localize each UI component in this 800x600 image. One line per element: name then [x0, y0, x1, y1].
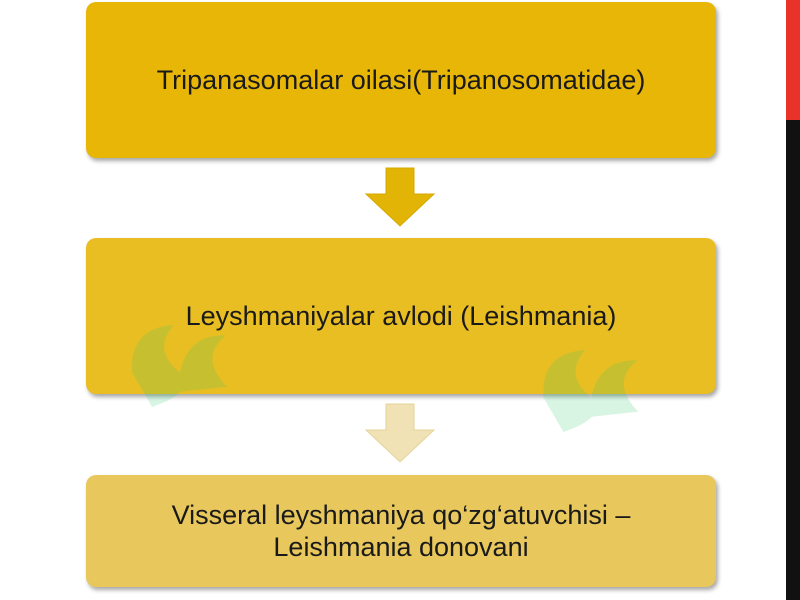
down-arrow-icon — [364, 167, 436, 227]
flow-box-genus: Leyshmaniyalar avlodi (Leishmania) — [86, 238, 716, 394]
flow-box-species: Visseral leyshmaniya qo‘zg‘atuvchisi – L… — [86, 475, 716, 587]
side-accent-red — [786, 0, 800, 120]
down-arrow-icon — [364, 403, 436, 463]
flow-box-family: Tripanasomalar oilasi(Tripanosomatidae) — [86, 2, 716, 158]
side-accent-black — [786, 120, 800, 600]
flow-box-species-label: Visseral leyshmaniya qo‘zg‘atuvchisi – L… — [171, 500, 631, 562]
flow-box-family-label: Tripanasomalar oilasi(Tripanosomatidae) — [156, 65, 646, 95]
flow-box-genus-label: Leyshmaniyalar avlodi (Leishmania) — [185, 301, 617, 331]
